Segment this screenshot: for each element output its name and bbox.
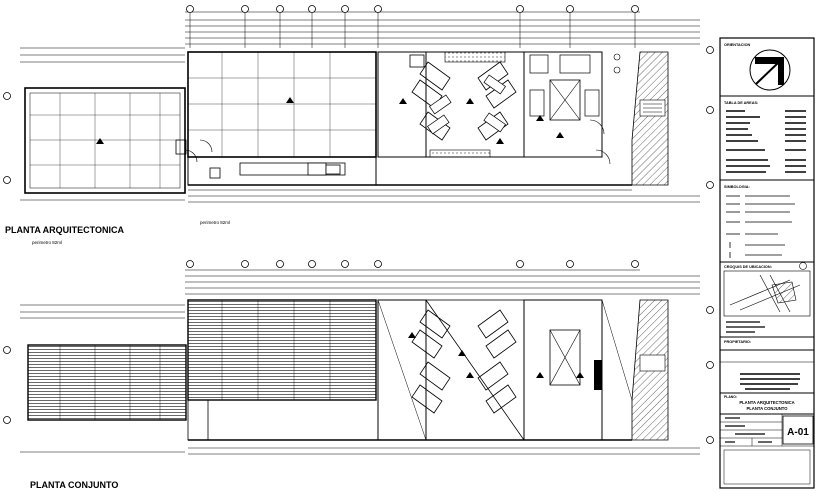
main-warehouse (187, 51, 377, 158)
grid-axis-bubbles (3, 5, 714, 189)
plan-name-1: PLANTA ARQUITECTONICA (739, 400, 794, 405)
plan-name-2: PLANTA CONJUNTO (746, 406, 788, 411)
orientation-label: ORIENTACION (724, 43, 751, 47)
simbology-label: SIMBOLOGIA: (724, 185, 750, 189)
plan-arquitectonica: PLANTA ARQUITECTONICA perimetro 82ml per… (3, 5, 714, 245)
title-block: ORIENTACION TABLA DE AREAS: SIMBOLOGIA: (719, 37, 815, 489)
plan-perimeter-note: perimetro 82ml (32, 240, 62, 245)
sheet-code: A-01 (787, 427, 809, 438)
location-map (723, 270, 811, 317)
left-hall (24, 87, 186, 194)
level-marker (96, 138, 104, 144)
level-marker (399, 98, 407, 104)
plan-title: PLANTA ARQUITECTONICA (5, 225, 124, 235)
location-label: CROQUIS DE UBICACION: (724, 265, 772, 269)
plan-label: PLANO: (724, 395, 737, 399)
roof-grating-main (187, 299, 377, 401)
areas-label: TABLA DE AREAS: (724, 101, 758, 105)
parking-area (411, 51, 525, 158)
level-marker (286, 97, 294, 103)
north-arrow-icon (749, 49, 791, 91)
roof-grating-left (27, 344, 187, 421)
plan-title: PLANTA CONJUNTO (30, 480, 118, 490)
hatched-ramp (631, 51, 669, 186)
top-dimension-lines (20, 11, 700, 63)
truck (239, 162, 346, 176)
service-core (523, 51, 611, 165)
north-icon (799, 262, 807, 270)
plan-conjunto: PLANTA CONJUNTO (3, 260, 714, 490)
owner-label: PROPIETARIO: (724, 340, 751, 344)
plan-perimeter-label: perimetro 82ml (200, 220, 230, 225)
